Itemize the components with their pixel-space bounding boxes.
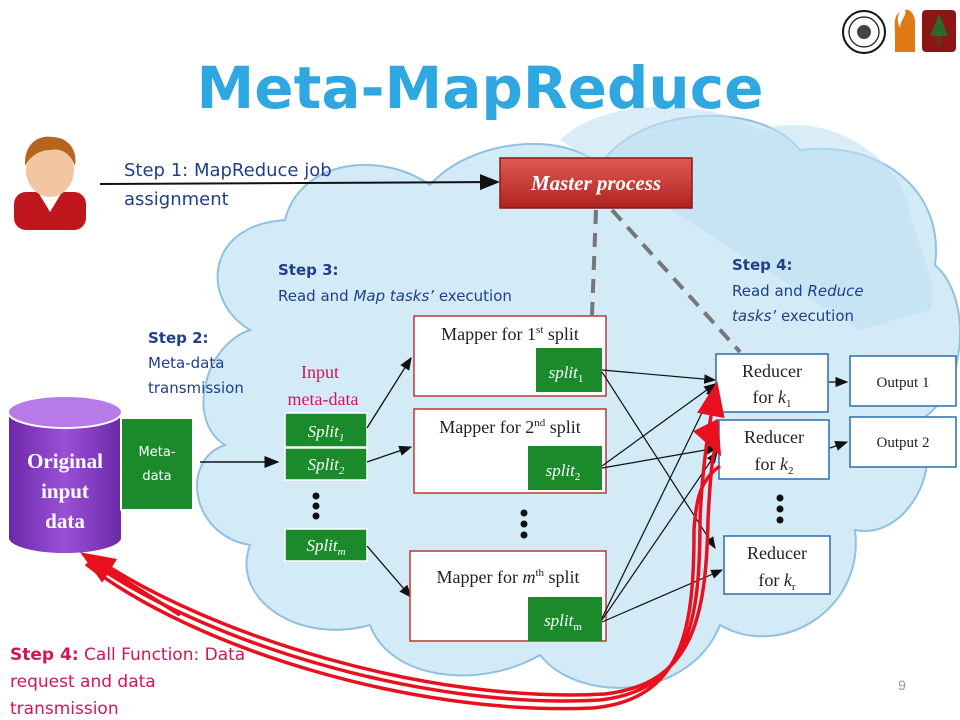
reducer-box-1: Reducer for k1 xyxy=(715,353,829,413)
step2-line2: transmission xyxy=(148,379,244,397)
step1-arrow xyxy=(99,174,500,191)
call-function-arrows xyxy=(84,381,725,711)
step3-head: Step 3: xyxy=(278,261,339,279)
meta-box-line1: Meta- xyxy=(139,445,176,460)
reducer-box-2: Reducer for k2 xyxy=(718,419,830,480)
meta-data-box: Meta- data xyxy=(120,417,194,511)
output-box-2: Output 2 xyxy=(849,416,957,468)
reducer-2-line1: Reducer xyxy=(744,427,804,447)
split-m-label: Splitm xyxy=(306,536,345,558)
mapper-2-split: split2 xyxy=(546,461,581,483)
mapper-m-title: Mapper for mth split xyxy=(436,567,579,587)
tree-logo xyxy=(922,10,956,52)
split-box-1: Split1 xyxy=(284,412,368,448)
university-logos xyxy=(842,9,956,54)
mapper-1-title: Mapper for 1st split xyxy=(441,324,579,344)
master-to-mapper-dashed xyxy=(590,209,598,316)
step4-top-line2: tasks’ execution xyxy=(732,307,854,325)
split-box-m: Splitm xyxy=(284,528,368,562)
mapper-2-title: Mapper for 2nd split xyxy=(439,417,580,437)
database-line1: Original xyxy=(27,449,103,473)
meta-box-line2: data xyxy=(142,469,171,484)
input-meta-line1: Input xyxy=(301,362,339,382)
splitm-to-mapperm-arrow xyxy=(366,545,412,598)
mapper-box-2: Mapper for 2nd split split2 xyxy=(413,408,607,494)
step1-line1: Step 1: MapReduce job xyxy=(124,160,332,181)
reducer-box-r: Reducer for kr xyxy=(723,535,831,595)
output-2-label: Output 2 xyxy=(877,435,930,451)
reducer-1-line2: for k1 xyxy=(753,387,792,410)
master-process-label: Master process xyxy=(530,171,661,195)
mapper-box-m: Mapper for mth split splitm xyxy=(409,550,607,642)
reducer-dots xyxy=(776,494,784,524)
mapper-dots xyxy=(520,509,528,539)
master-to-reducer-dashed xyxy=(610,208,742,354)
seal-logo xyxy=(842,10,886,54)
reducer2-to-output2-arrow xyxy=(829,440,849,451)
step2-head: Step 2: xyxy=(148,329,209,347)
split1-to-mapper1-arrow xyxy=(366,356,412,429)
step4-top-head: Step 4: xyxy=(732,256,793,274)
reducer-2-line2: for k2 xyxy=(755,454,794,477)
flame-logo xyxy=(894,9,915,52)
original-input-database: Original input data xyxy=(7,395,123,555)
reducer-1-line1: Reducer xyxy=(742,361,802,381)
call-function-return-arrow xyxy=(80,552,181,617)
split-box-2: Split2 xyxy=(284,447,368,481)
output-box-1: Output 1 xyxy=(849,355,957,407)
split-dots xyxy=(312,492,320,520)
mapper-1-split: split1 xyxy=(549,363,584,385)
page-number: 9 xyxy=(898,677,906,693)
step3-line: Read and Map tasks’ execution xyxy=(278,287,512,305)
step4-bottom-line3: transmission xyxy=(10,699,119,719)
master-process-box: Master process xyxy=(499,157,693,209)
user-avatar xyxy=(14,136,86,230)
split-1-label: Split1 xyxy=(308,422,345,444)
mapper-m-split: splitm xyxy=(544,611,582,633)
split-2-label: Split2 xyxy=(308,455,345,477)
mapper-box-1: Mapper for 1st split split1 xyxy=(413,315,607,397)
input-meta-line2: meta-data xyxy=(288,389,359,409)
step4-bottom-line2: request and data xyxy=(10,672,156,692)
reducer-r-line2: for kr xyxy=(758,570,796,593)
reducer-r-line1: Reducer xyxy=(747,543,807,563)
page-title: Meta-MapReduce xyxy=(197,54,764,122)
step1-line2: assignment xyxy=(124,189,229,210)
split2-to-mapper2-arrow xyxy=(366,445,413,463)
database-line3: data xyxy=(45,509,85,533)
step4-top-line1: Read and Reduce xyxy=(732,282,864,300)
step2-line1: Meta-data xyxy=(148,354,224,372)
step4-bottom-line1: Step 4: Call Function: Data xyxy=(10,645,245,665)
output-1-label: Output 1 xyxy=(877,375,930,391)
database-line2: input xyxy=(41,479,89,503)
